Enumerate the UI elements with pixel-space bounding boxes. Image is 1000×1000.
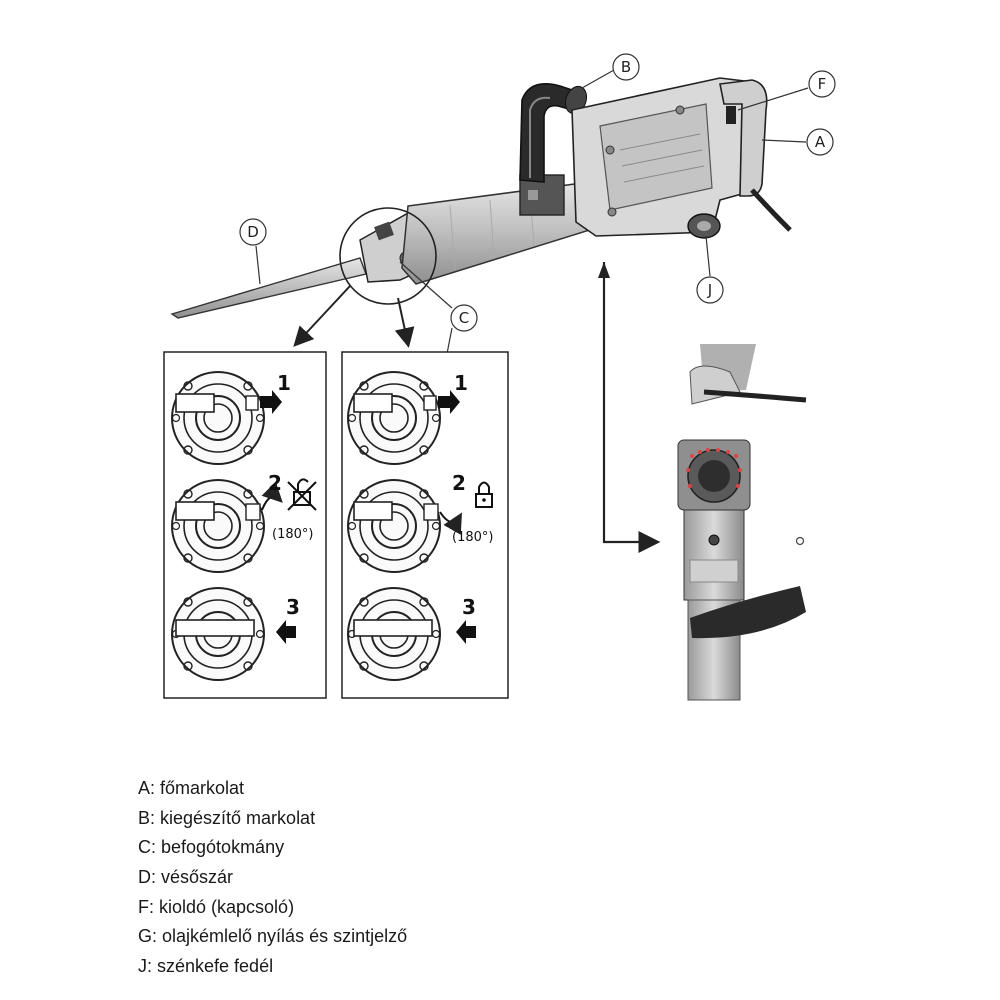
svg-text:2: 2 <box>452 471 466 495</box>
arrow-to-left-panel <box>293 285 351 347</box>
parts-legend: A: főmarkolat B: kiegészítő markolat C: … <box>138 774 407 982</box>
power-cable <box>750 188 792 232</box>
hammer-barrel <box>401 181 597 285</box>
hammer-illustration <box>170 77 792 319</box>
rotate-arrow-icon <box>439 511 462 535</box>
left-step-1: 1 <box>171 371 291 465</box>
left-step-2: 2 (180°) <box>171 471 317 573</box>
callout-F: F <box>737 70 836 111</box>
right-step-1: 1 <box>347 371 468 465</box>
svg-text:(180°): (180°) <box>452 530 493 545</box>
svg-text:D: D <box>247 223 259 241</box>
locked-padlock-icon <box>475 481 493 508</box>
left-step-panel: 1 2 (180°) 3 <box>163 351 327 699</box>
callout-B: B <box>581 53 640 89</box>
svg-text:A: A <box>815 133 826 151</box>
legend-item-D: D: vésőszár <box>138 867 234 888</box>
legend-item-G: G: olajkémlelő nyílás és szintjelző <box>138 926 408 947</box>
svg-text:J: J <box>707 281 712 299</box>
pull-out-arrow-icon <box>438 390 460 414</box>
svg-text:3: 3 <box>462 595 476 619</box>
right-step-panel: 1 2 (180°) 3 <box>341 351 509 699</box>
unlocked-padlock-crossed-icon <box>287 478 317 511</box>
svg-text:B: B <box>621 58 631 76</box>
callout-C: C <box>399 261 478 401</box>
svg-text:C: C <box>459 309 469 327</box>
svg-text:(180°): (180°) <box>272 527 313 542</box>
main-handle <box>719 79 768 197</box>
chuck-detail-circle <box>339 207 437 305</box>
pull-out-arrow-icon <box>260 390 282 414</box>
legend-item-F: F: kioldó (kapcsoló) <box>138 896 295 917</box>
svg-text:1: 1 <box>277 371 291 395</box>
right-step-3: 3 <box>347 587 476 681</box>
left-step-3: 3 <box>171 587 300 681</box>
trigger-switch <box>726 106 736 124</box>
legend-item-C: C: befogótokmány <box>138 837 285 858</box>
legend-item-A: A: főmarkolat <box>138 778 245 798</box>
legend-item-J: J: szénkefe fedél <box>138 956 274 977</box>
svg-text:F: F <box>818 75 827 93</box>
svg-text:2: 2 <box>268 471 282 495</box>
legend-item-B: B: kiegészítő markolat <box>138 807 316 828</box>
right-step-2: 2 (180°) <box>347 471 493 573</box>
push-in-arrow-icon <box>276 620 296 644</box>
demolition-hammer-diagram: B F A D J C 1 <box>163 53 836 701</box>
svg-text:3: 3 <box>286 595 300 619</box>
push-in-arrow-icon <box>456 620 476 644</box>
callout-D: D <box>239 218 267 285</box>
oil-sight-photo <box>666 344 808 701</box>
svg-text:1: 1 <box>454 371 468 395</box>
callout-J: J <box>696 235 724 304</box>
chisel-shaft <box>170 257 367 319</box>
rotate-arrow-icon <box>261 481 283 511</box>
callout-A: A <box>761 128 834 156</box>
arrow-to-photo <box>602 262 661 553</box>
arrow-to-right-panel <box>394 297 415 348</box>
